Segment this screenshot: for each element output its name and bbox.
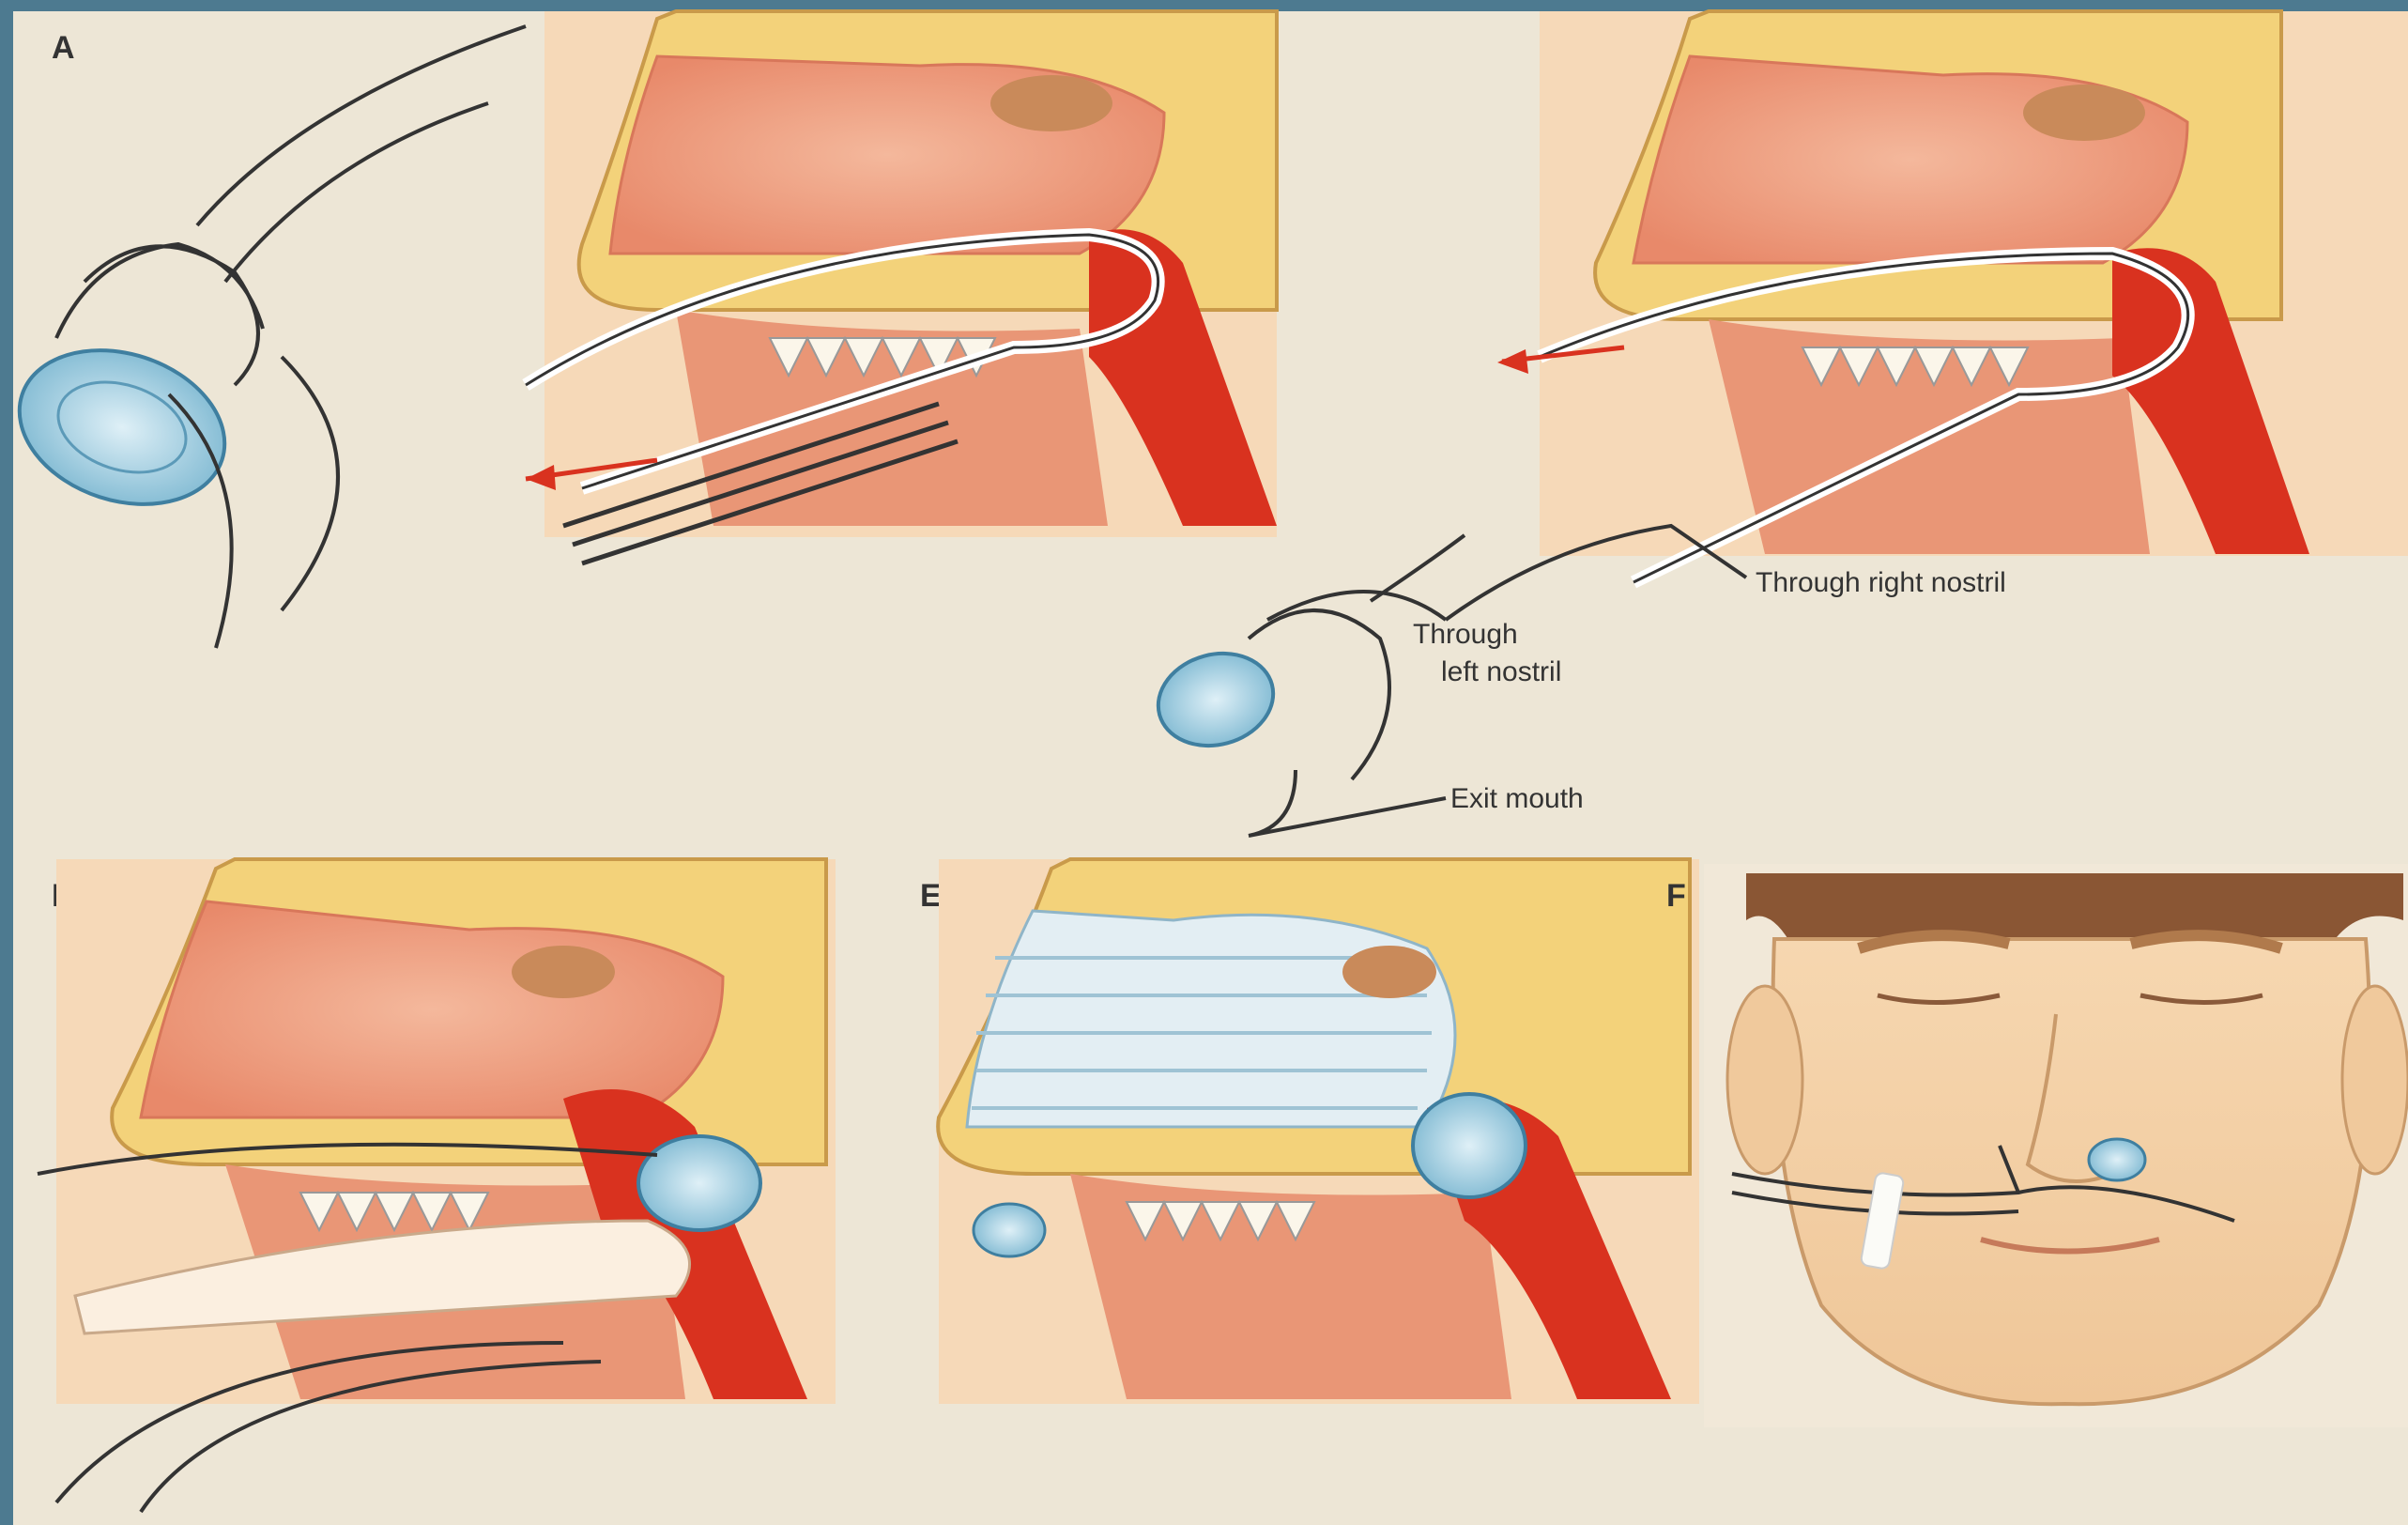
annotation-left-nostril-2: left nostril (1441, 656, 1561, 687)
sinus-d (512, 946, 615, 998)
panel-f-label: F (1666, 878, 1686, 914)
sinus-c (2023, 85, 2145, 141)
right-ear (2342, 986, 2408, 1174)
nasal-packing-e (967, 911, 1455, 1127)
gauze-pack-d (638, 1136, 760, 1230)
panel-a-label: A (52, 30, 75, 66)
panel-b: B (526, 11, 1277, 563)
anterior-pack-visible (2089, 1139, 2145, 1180)
panel-c: C (1497, 11, 2408, 582)
gauze-pack-e (1413, 1094, 1526, 1197)
left-ear (1727, 986, 1802, 1174)
annotation-mouth: Exit mouth (1450, 783, 1584, 814)
sinus-e (1342, 946, 1436, 998)
panel-e-label: E (920, 878, 942, 914)
panel-e: E (920, 859, 1699, 1404)
annotation-right-nostril: Through right nostril (1756, 567, 2006, 598)
sinus-b (990, 75, 1112, 131)
face (1773, 939, 2370, 1404)
annotation-left-nostril-1: Through (1413, 619, 1518, 650)
panel-f: F (1666, 864, 2408, 1427)
anterior-pack-e (974, 1204, 1045, 1256)
